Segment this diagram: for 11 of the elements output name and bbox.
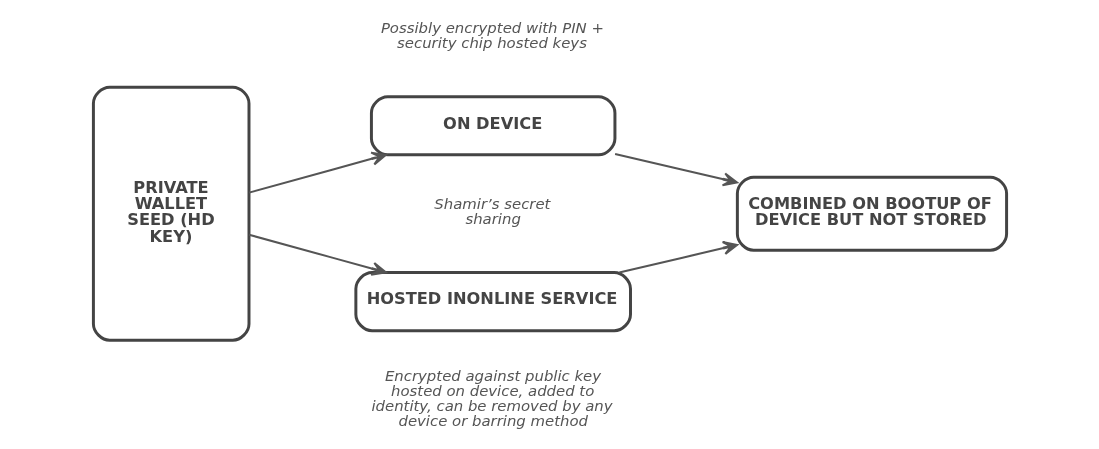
node-box: HOSTED INONLINE SERVICE bbox=[353, 271, 632, 333]
node-box: COMBINED ON BOOTUP OF DEVICE BUT NOT STORED bbox=[735, 175, 1008, 252]
node-label: Possibly encrypted with PIN + security chip hosted keys bbox=[380, 19, 604, 53]
arrow bbox=[618, 241, 738, 274]
node-box: PRIVATE WALLET SEED (HD KEY) bbox=[91, 85, 250, 342]
arrow bbox=[614, 152, 738, 187]
label: Shamir’s secret sharing bbox=[433, 195, 550, 229]
node-box: ON DEVICE bbox=[369, 95, 616, 157]
arrow bbox=[248, 233, 387, 276]
node-label: Encrypted against public key hosted on device, added to identity, can be removed by any device or barring method bbox=[370, 367, 613, 430]
arrow bbox=[248, 151, 387, 194]
